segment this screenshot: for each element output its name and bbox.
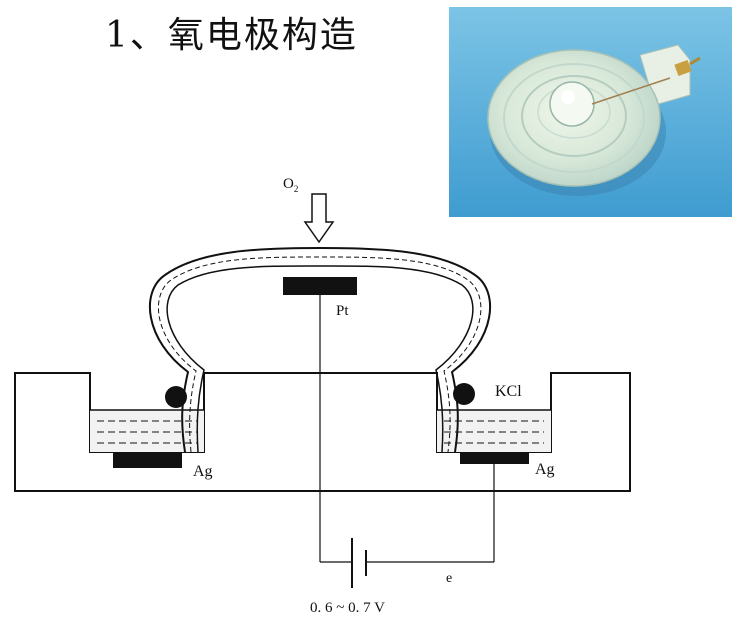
pt-cathode <box>283 277 357 295</box>
o-ring-right <box>453 383 475 405</box>
voltage-label: 0. 6 ~ 0. 7 V <box>310 600 385 616</box>
circuit-wire <box>319 295 495 563</box>
page-title: 1、氧电极构造 <box>105 15 358 56</box>
ag-left-label: Ag <box>193 463 213 480</box>
o2-arrow <box>303 193 335 244</box>
o2-label: O2 <box>283 176 298 194</box>
battery-symbol <box>351 538 367 588</box>
ag-right-label: Ag <box>535 461 555 478</box>
ag-anode-right <box>460 452 529 464</box>
membrane-arch <box>148 246 492 453</box>
ag-anode-left <box>113 452 182 468</box>
o-ring-left <box>165 386 187 408</box>
oxygen-electrode-photo <box>449 7 732 217</box>
kcl-label: KCl <box>495 383 522 400</box>
pt-label: Pt <box>336 303 349 319</box>
electron-label: e <box>446 571 452 586</box>
